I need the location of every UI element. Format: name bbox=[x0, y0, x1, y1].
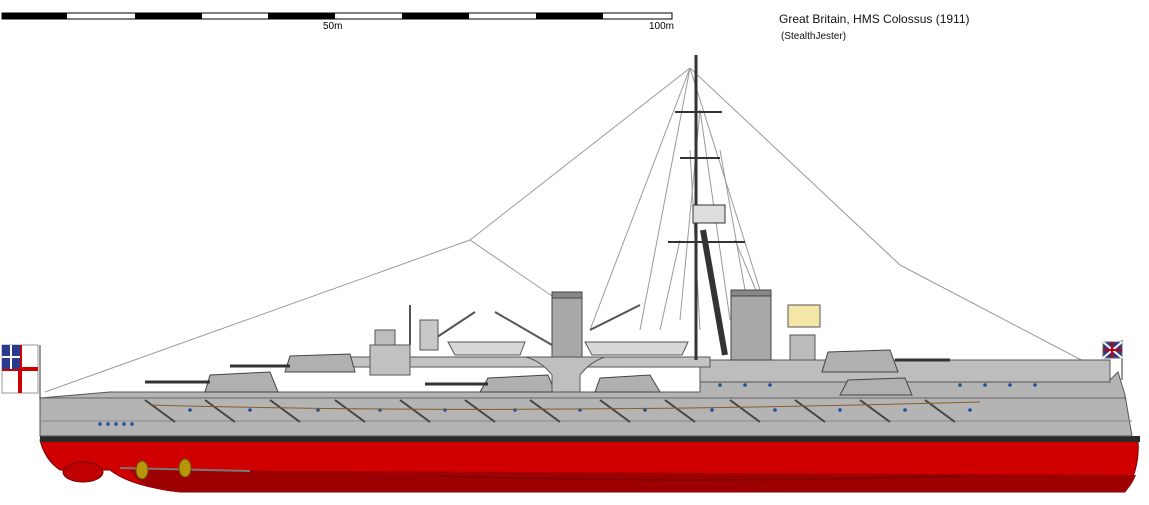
funnels bbox=[551, 289, 772, 361]
boot-topping bbox=[40, 436, 1140, 442]
drawing-credit: (StealthJester) bbox=[781, 31, 847, 42]
drawing-title: Great Britain, HMS Colossus (1911) bbox=[779, 12, 970, 26]
scale-label-100m: 100m bbox=[649, 21, 675, 32]
portholes bbox=[98, 383, 1037, 426]
tripod-mast bbox=[668, 55, 745, 360]
boat-cranes bbox=[409, 304, 641, 346]
scale-label-50m: 50m bbox=[323, 21, 343, 32]
union-jack-icon bbox=[1102, 340, 1123, 380]
white-ensign-icon bbox=[1, 344, 41, 400]
rigging bbox=[44, 67, 1111, 393]
turrets bbox=[145, 349, 950, 396]
bridge bbox=[787, 304, 821, 361]
ships-boats bbox=[447, 341, 689, 356]
torpedo-net-booms bbox=[144, 399, 956, 423]
propeller-icon bbox=[135, 458, 192, 480]
rudder bbox=[62, 461, 104, 483]
scale-bar bbox=[1, 12, 673, 20]
